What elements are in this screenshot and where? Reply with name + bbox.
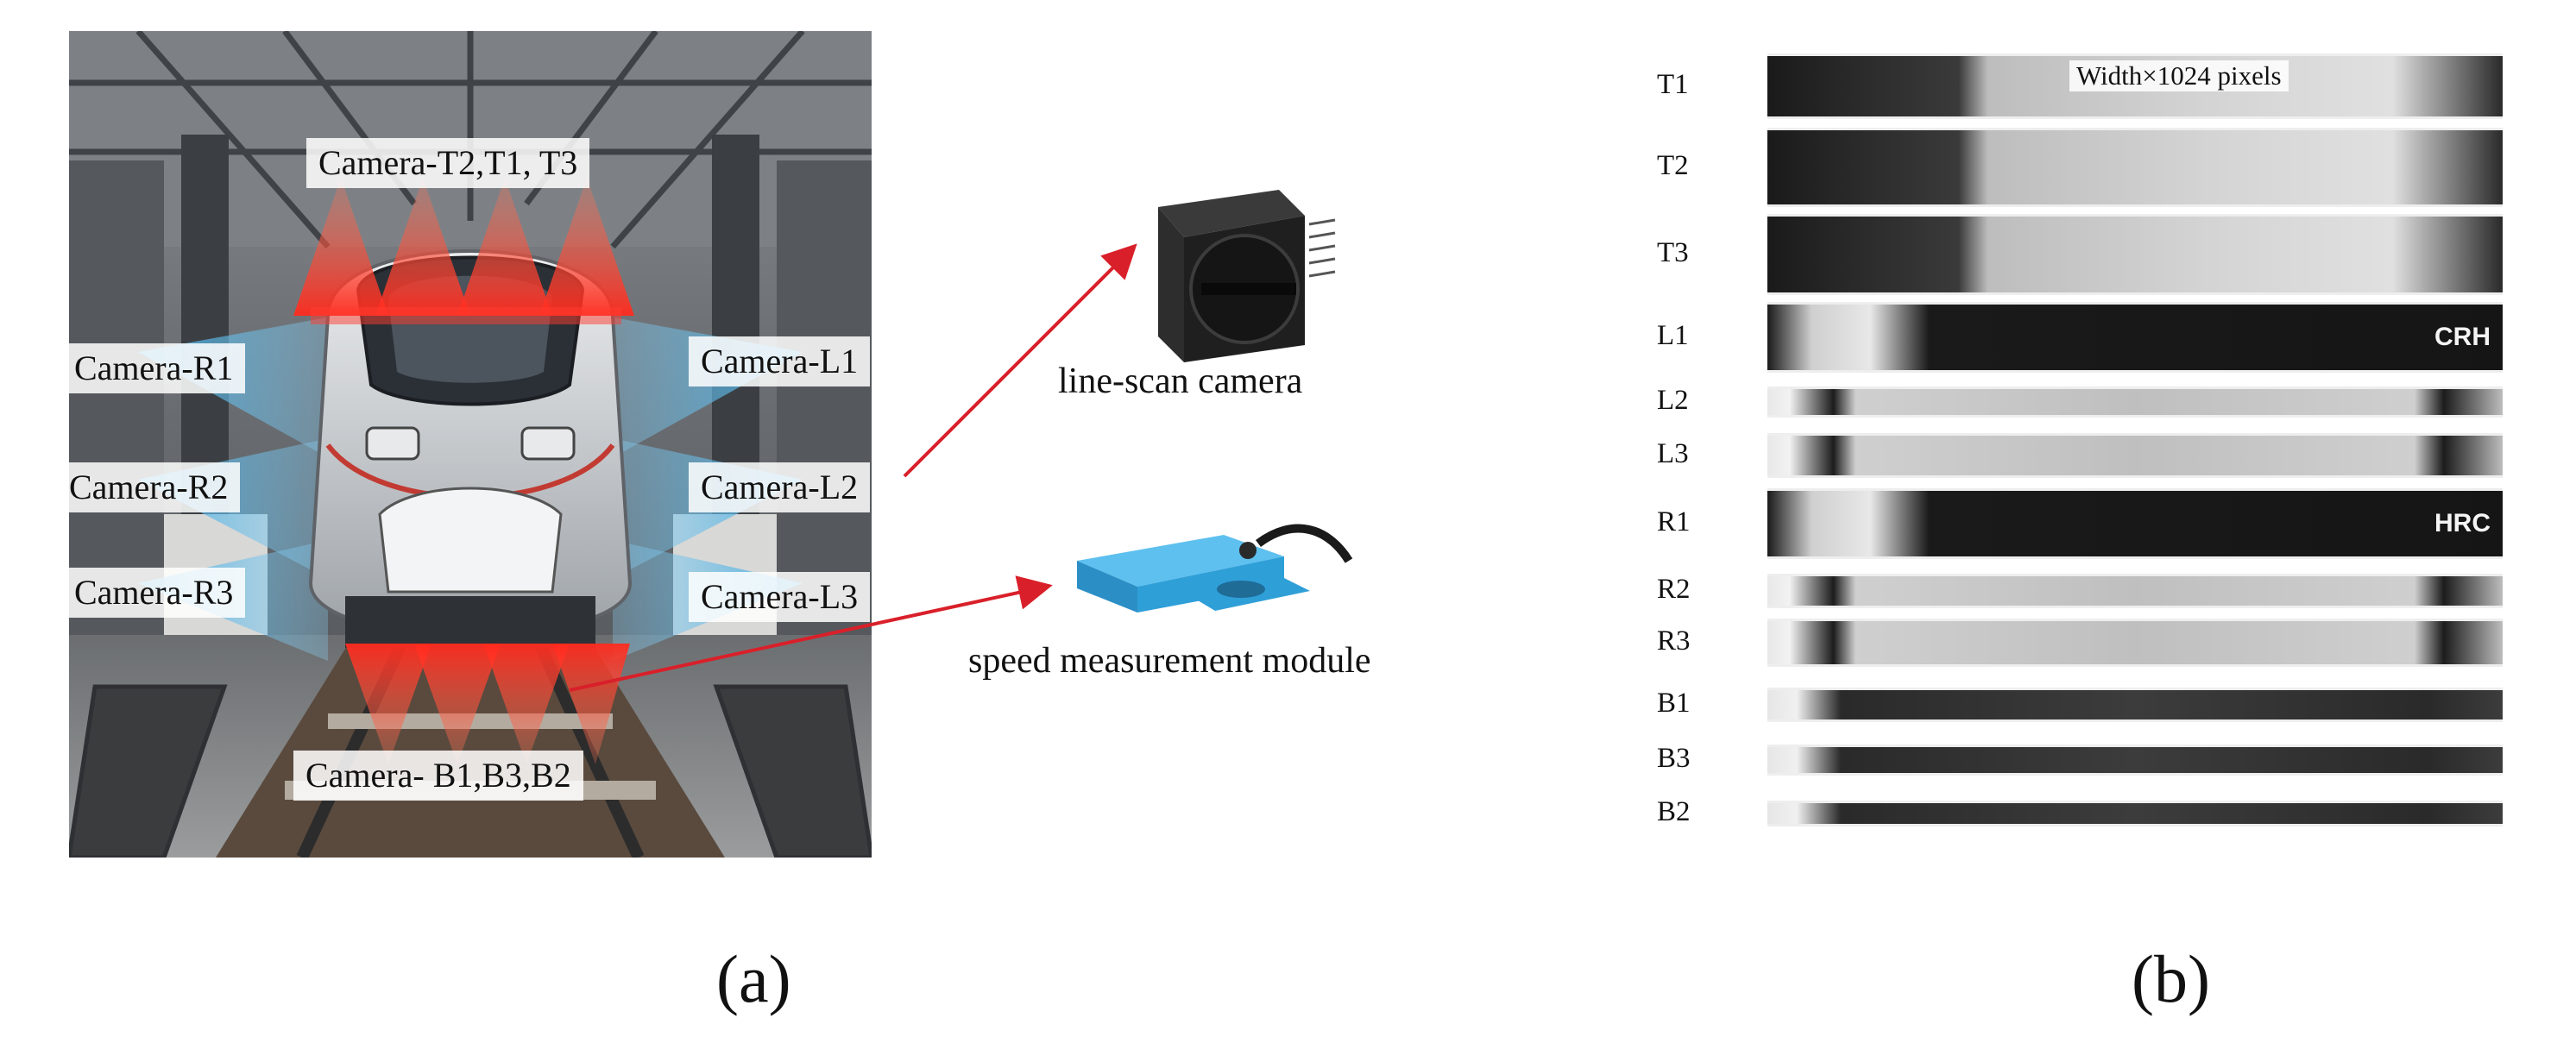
- speed-module-label: speed measurement module: [968, 641, 1371, 681]
- speed-module-icon: [1077, 524, 1353, 613]
- strip-label: B3: [1657, 743, 1691, 774]
- strip-label: B1: [1657, 688, 1691, 719]
- camera-l2-label: Camera-L2: [689, 462, 871, 512]
- grating-left: [69, 684, 228, 858]
- scan-strip-b1: [1767, 688, 2503, 722]
- camera-r3-label: Camera-R3: [69, 568, 246, 618]
- strip-label: T1: [1657, 69, 1689, 100]
- camera-top-label: Camera-T2,T1, T3: [306, 138, 590, 188]
- strip-label: R1: [1657, 506, 1691, 537]
- scan-strip-l1: CRH: [1767, 302, 2503, 373]
- panel-a-letter: (a): [716, 941, 791, 1016]
- strip-label: T2: [1657, 150, 1689, 181]
- bottom-cones: [345, 644, 630, 764]
- camera-r1-label: Camera-R1: [69, 343, 246, 393]
- camera-bottom-label: Camera- B1,B3,B2: [293, 751, 583, 801]
- strip-label: L2: [1657, 385, 1689, 416]
- strip-marking: HRC: [2434, 509, 2491, 537]
- scan-strip-r2: [1767, 574, 2503, 608]
- strip-label: L3: [1657, 438, 1689, 469]
- strip-label: R2: [1657, 574, 1691, 605]
- scan-strip-l2: [1767, 386, 2503, 418]
- scan-strip-t2: [1767, 128, 2503, 207]
- strip-label: R3: [1657, 625, 1691, 657]
- strip-label: T3: [1657, 237, 1689, 268]
- resolution-note: Width×1024 pixels: [2069, 60, 2289, 91]
- strip-marking: CRH: [2434, 323, 2491, 351]
- panel-b-letter: (b): [2132, 941, 2210, 1016]
- strip-label: B2: [1657, 796, 1691, 827]
- line-scan-camera-label: line-scan camera: [1058, 361, 1303, 401]
- train-inspection-photo: Camera-T2,T1, T3 Camera-R1 Camera-R2 Cam…: [69, 31, 872, 858]
- arrow-to-speed-module: [569, 575, 1053, 692]
- top-cones: [293, 178, 634, 324]
- line-scan-camera-icon: [1158, 190, 1336, 362]
- scan-strip-b2: [1767, 801, 2503, 826]
- arrow-to-line-scan: [903, 243, 1137, 478]
- scan-strip-r3: [1767, 619, 2503, 667]
- camera-l3-label: Camera-L3: [689, 572, 871, 622]
- grating-right: [713, 684, 872, 858]
- camera-l1-label: Camera-L1: [689, 336, 871, 386]
- scan-strip-l3: [1767, 433, 2503, 478]
- strip-label: L1: [1657, 320, 1689, 351]
- camera-r2-label: Camera-R2: [69, 462, 241, 512]
- scan-strip-t3: [1767, 214, 2503, 295]
- scan-strip-r1: HRC: [1767, 488, 2503, 559]
- train-front: [308, 249, 633, 648]
- scan-strip-b3: [1767, 745, 2503, 776]
